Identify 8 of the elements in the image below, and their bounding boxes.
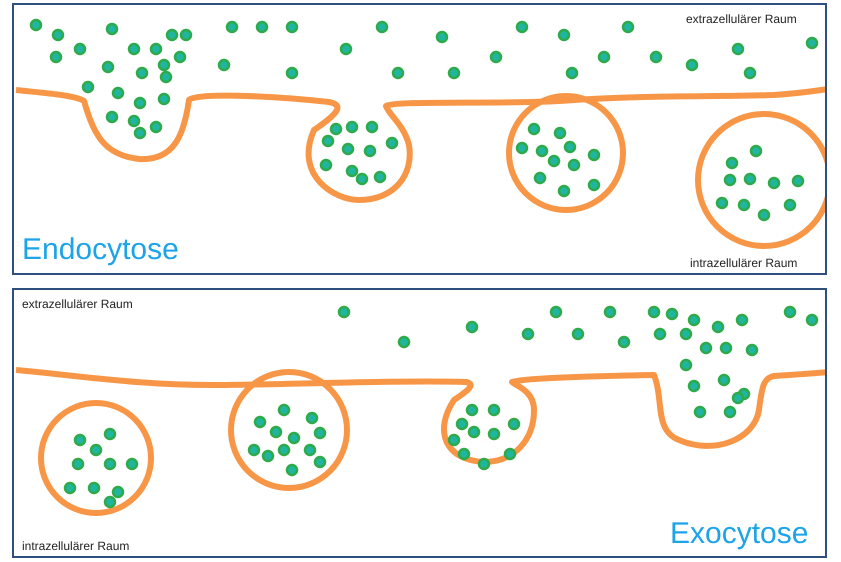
panel <box>12 288 827 558</box>
region-label: intrazellulärer Raum <box>22 539 130 553</box>
region-label: extrazellulärer Raum <box>22 297 133 311</box>
panel <box>12 3 827 275</box>
region-label: intrazellulärer Raum <box>690 256 798 270</box>
process-title: Endocytose <box>22 233 179 267</box>
process-title: Exocytose <box>670 517 808 551</box>
region-label: extrazellulärer Raum <box>686 12 797 26</box>
